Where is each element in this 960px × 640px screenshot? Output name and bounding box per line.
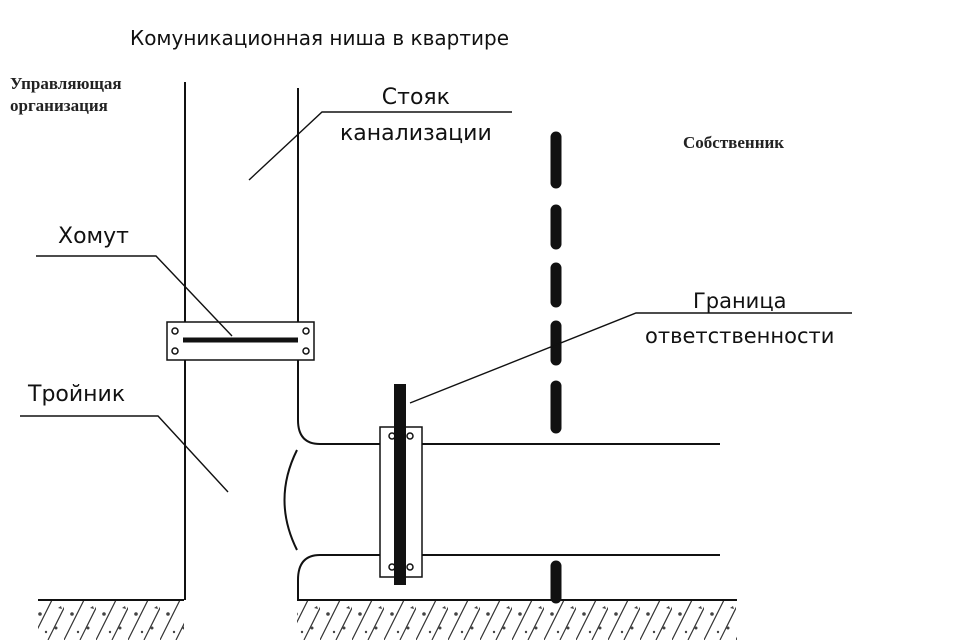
riser-label: Стояк канализации (340, 80, 492, 152)
floor-slab (38, 599, 737, 640)
boundary-clamp (379, 384, 423, 585)
boundary-label-line-1: Граница (692, 289, 787, 313)
tee-label: Тройник (28, 382, 126, 407)
boundary-label: Граница ответственности (645, 284, 834, 354)
diagram-title: Комуникационная ниша в квартире (130, 26, 510, 50)
riser-label-line-1: Стояк (381, 85, 450, 110)
riser-label-line-2: канализации (340, 121, 492, 146)
clamp (166, 321, 315, 361)
management-label-line-2: организация (10, 96, 108, 115)
tee-leader (20, 415, 229, 493)
management-company-label: Управляющая организация (10, 73, 122, 117)
management-label-line-1: Управляющая (10, 74, 122, 93)
boundary-label-line-2: ответственности (645, 324, 835, 348)
clamp-leader (36, 255, 233, 337)
owner-label: Собственник (683, 133, 785, 152)
leader-lines (20, 111, 852, 493)
clamp-label: Хомут (58, 224, 129, 249)
boundary-leader (409, 312, 852, 404)
riser-leader (248, 111, 512, 181)
